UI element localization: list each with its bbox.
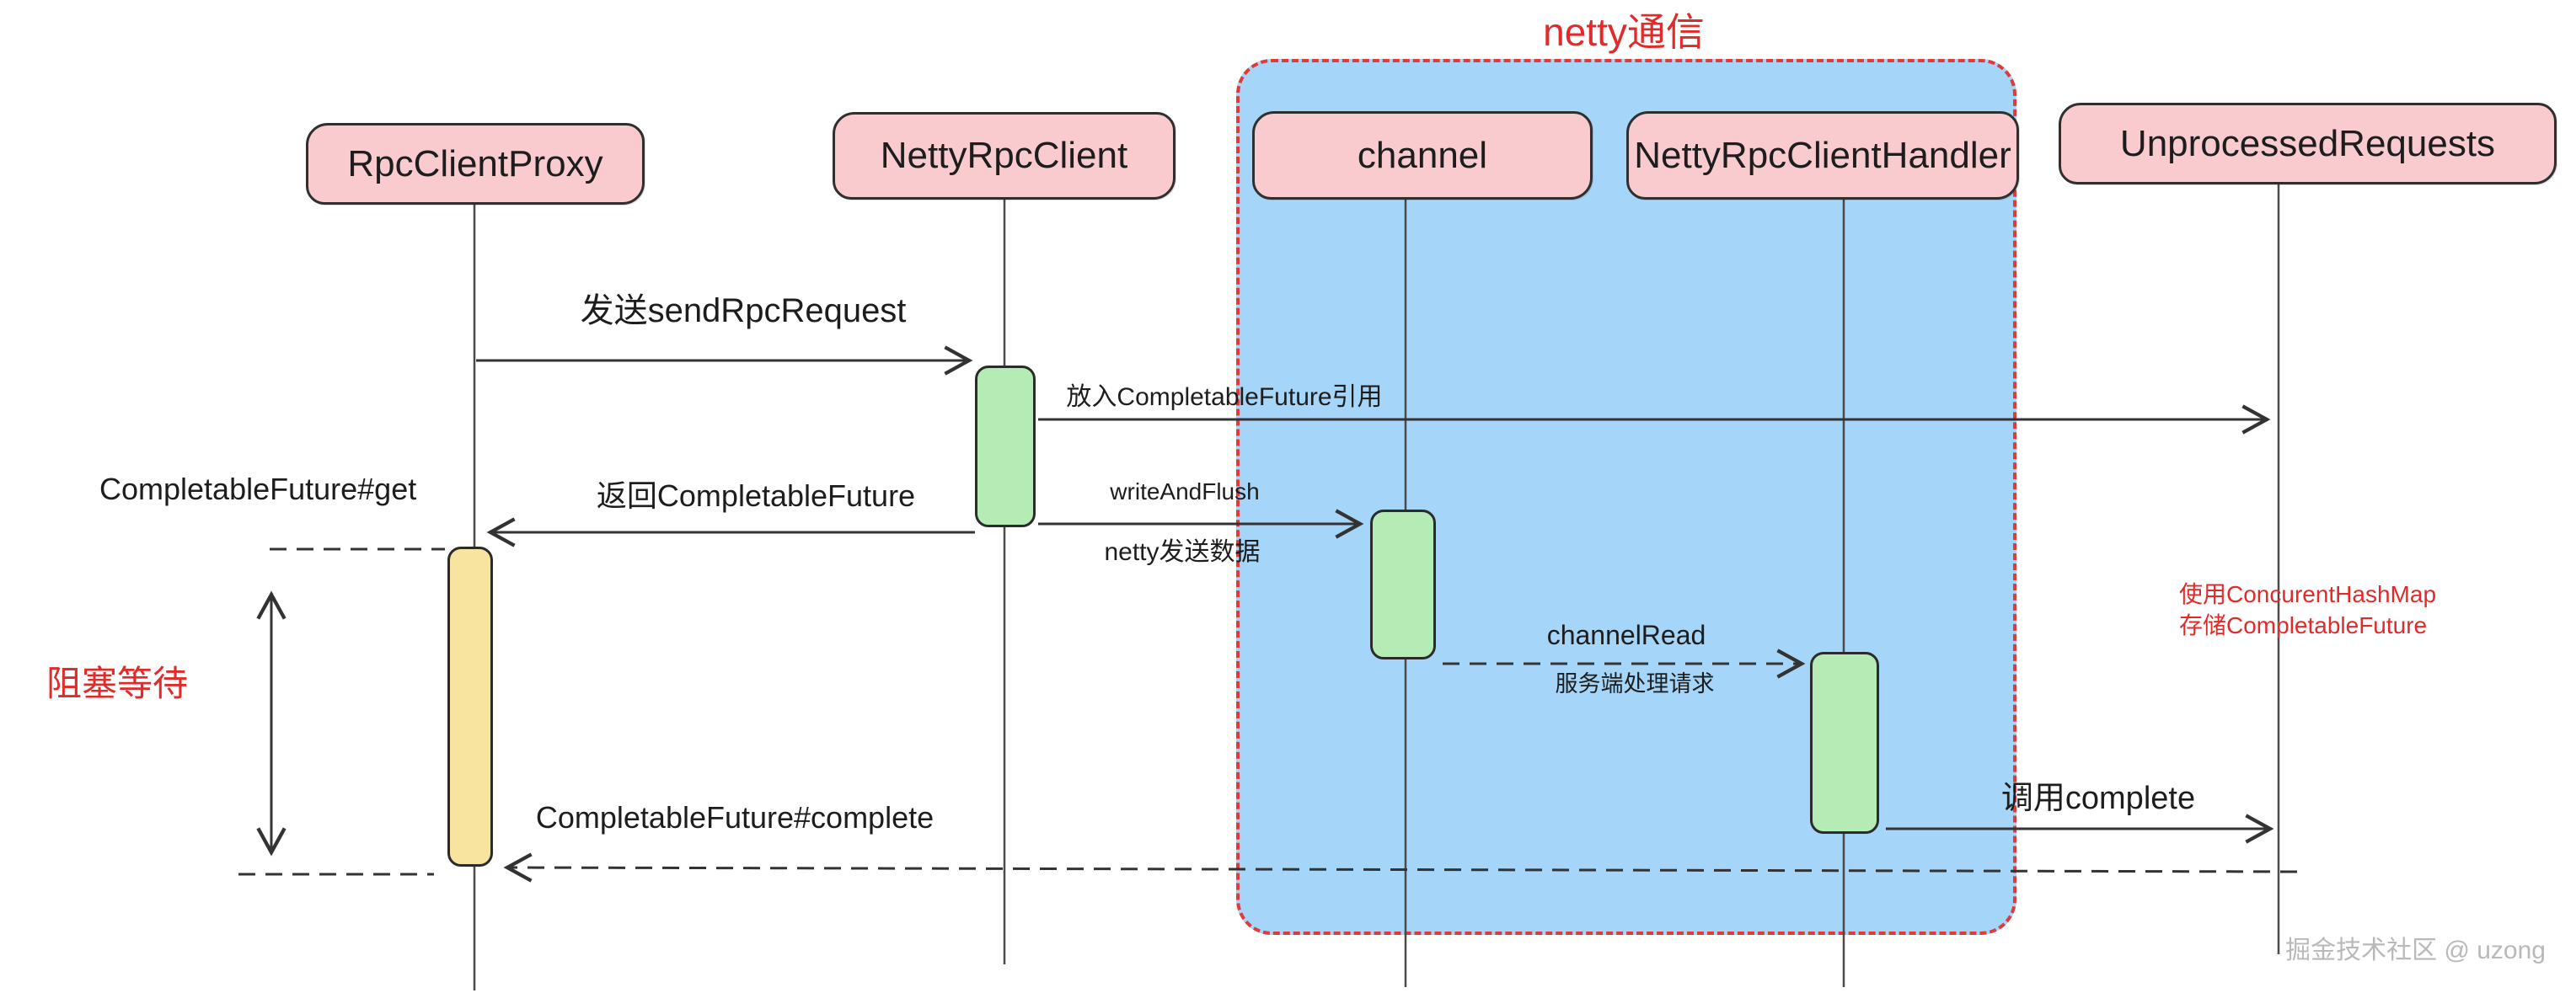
- activation-channel: [1370, 510, 1436, 659]
- label-future-get: CompletableFuture#get: [99, 472, 417, 506]
- netty-group-region: [1236, 59, 2016, 935]
- actor-channel: channel: [1252, 111, 1593, 200]
- watermark: 掘金技术社区 @ uzong: [2285, 937, 2546, 964]
- activation-nettyrpcclienthandler: [1810, 652, 1879, 834]
- label-channel-read: channelRead: [1546, 620, 1706, 650]
- label-future-complete: CompletableFuture#complete: [535, 800, 935, 835]
- label-return-completable-future: 返回CompletableFuture: [596, 478, 916, 513]
- actor-unprocessedrequests: UnprocessedRequests: [2059, 103, 2557, 184]
- actor-nettyrpcclient: NettyRpcClient: [833, 112, 1176, 200]
- netty-group-title: netty通信: [1543, 10, 1705, 54]
- note-blocking-wait: 阻塞等待: [46, 664, 189, 703]
- activation-nettyrpcclient: [975, 366, 1036, 527]
- note-concurrent-hashmap-line1: 使用ConcurentHashMap: [2179, 581, 2437, 607]
- label-put-completable-future: 放入CompletableFuture引用: [1066, 383, 1383, 411]
- note-concurrent-hashmap-line2: 存储CompletableFuture: [2179, 611, 2428, 638]
- label-server-handle-request: 服务端处理请求: [1555, 671, 1715, 697]
- note-concurrent-hashmap: 使用ConcurentHashMap 存储CompletableFuture: [2179, 579, 2436, 642]
- message-arrow-future-complete: [503, 852, 2298, 883]
- label-send-rpc-request: 发送sendRpcRequest: [580, 292, 907, 329]
- label-call-complete: 调用complete: [2000, 781, 2196, 816]
- label-netty-send-data: netty发送数据: [1104, 538, 1261, 566]
- actor-nettyrpcclienthandler: NettyRpcClientHandler: [1626, 111, 2019, 200]
- label-write-and-flush: writeAndFlush: [1110, 478, 1260, 505]
- activation-blocking-wait: [447, 547, 493, 867]
- actor-rpcclientproxy: RpcClientProxy: [306, 123, 645, 205]
